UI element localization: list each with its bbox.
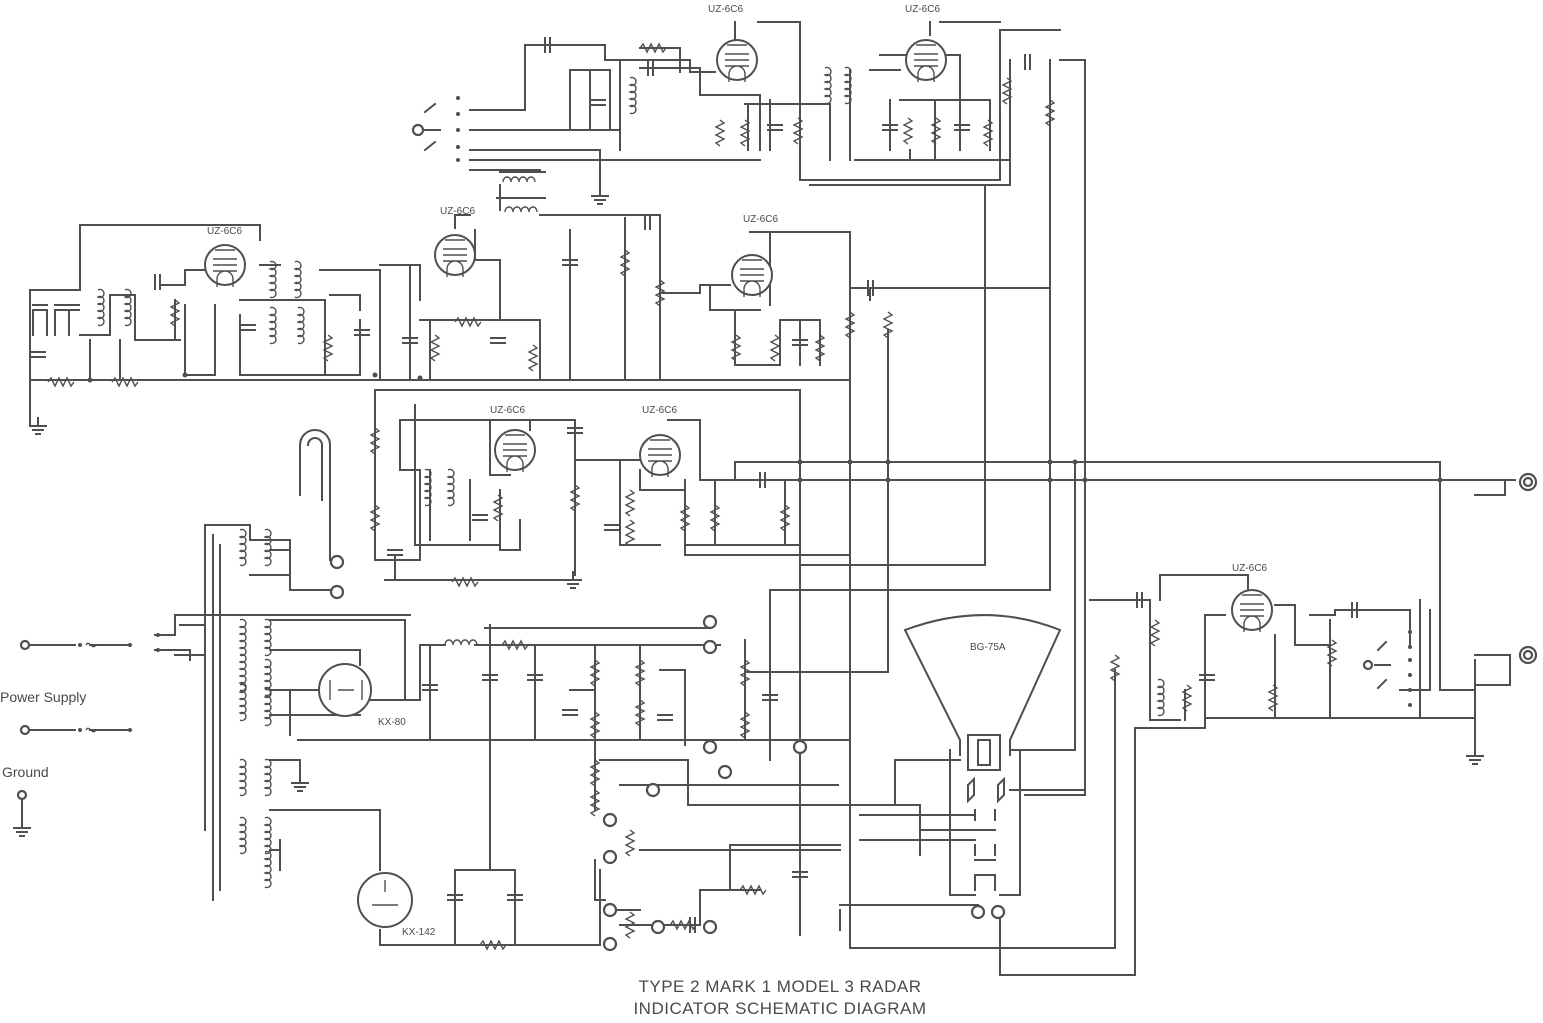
tube-t7: UZ-6C6 bbox=[639, 405, 681, 478]
tube-label: UZ-6C6 bbox=[440, 206, 475, 217]
tube-t8: UZ-6C6 bbox=[1231, 563, 1273, 633]
rectifier-kx142: KX-142 bbox=[357, 872, 436, 938]
bus-lines bbox=[744, 59, 1151, 949]
diagram-title-line-2: INDICATOR SCHEMATIC DIAGRAM bbox=[633, 999, 927, 1018]
tube-label: UZ-6C6 bbox=[207, 226, 242, 237]
tube-t1: UZ-6C6 bbox=[708, 4, 758, 83]
power-supply: KX-80 KX-142 Power Supply Ground bbox=[0, 429, 921, 952]
crt-label: BG-75A bbox=[970, 642, 1006, 653]
tube-t6: UZ-6C6 bbox=[490, 405, 536, 473]
rectifier-label: KX-142 bbox=[402, 927, 436, 938]
tube-label: UZ-6C6 bbox=[708, 4, 743, 15]
tube-t2: UZ-6C6 bbox=[905, 4, 947, 83]
sweep-stage: UZ-6C6 UZ-6C6 bbox=[370, 389, 1538, 691]
output-stage: UZ-6C6 bbox=[1110, 563, 1538, 765]
tube-label: UZ-6C6 bbox=[490, 405, 525, 416]
tube-label: UZ-6C6 bbox=[1232, 563, 1267, 574]
oscillator-stage: UZ-6C6 UZ-6C6 bbox=[411, 4, 1061, 213]
tube-t3: UZ-6C6 bbox=[204, 226, 246, 288]
tube-t5: UZ-6C6 bbox=[731, 214, 778, 298]
diagram-title-line-1: TYPE 2 MARK 1 MODEL 3 RADAR bbox=[638, 977, 922, 996]
crt-assembly: BG-75A bbox=[839, 614, 1206, 976]
rectifier-label: KX-80 bbox=[378, 717, 406, 728]
tube-label: UZ-6C6 bbox=[905, 4, 940, 15]
tube-label: UZ-6C6 bbox=[642, 405, 677, 416]
ground-label: Ground bbox=[2, 764, 49, 780]
power-supply-label: Power Supply bbox=[0, 689, 86, 705]
tube-t4: UZ-6C6 bbox=[434, 206, 476, 278]
tube-label: UZ-6C6 bbox=[743, 214, 778, 225]
rectifier-kx80: KX-80 bbox=[318, 663, 406, 728]
if-amplifier-stage: UZ-6C6 UZ-6C6 UZ-6C6 bbox=[29, 184, 1051, 435]
